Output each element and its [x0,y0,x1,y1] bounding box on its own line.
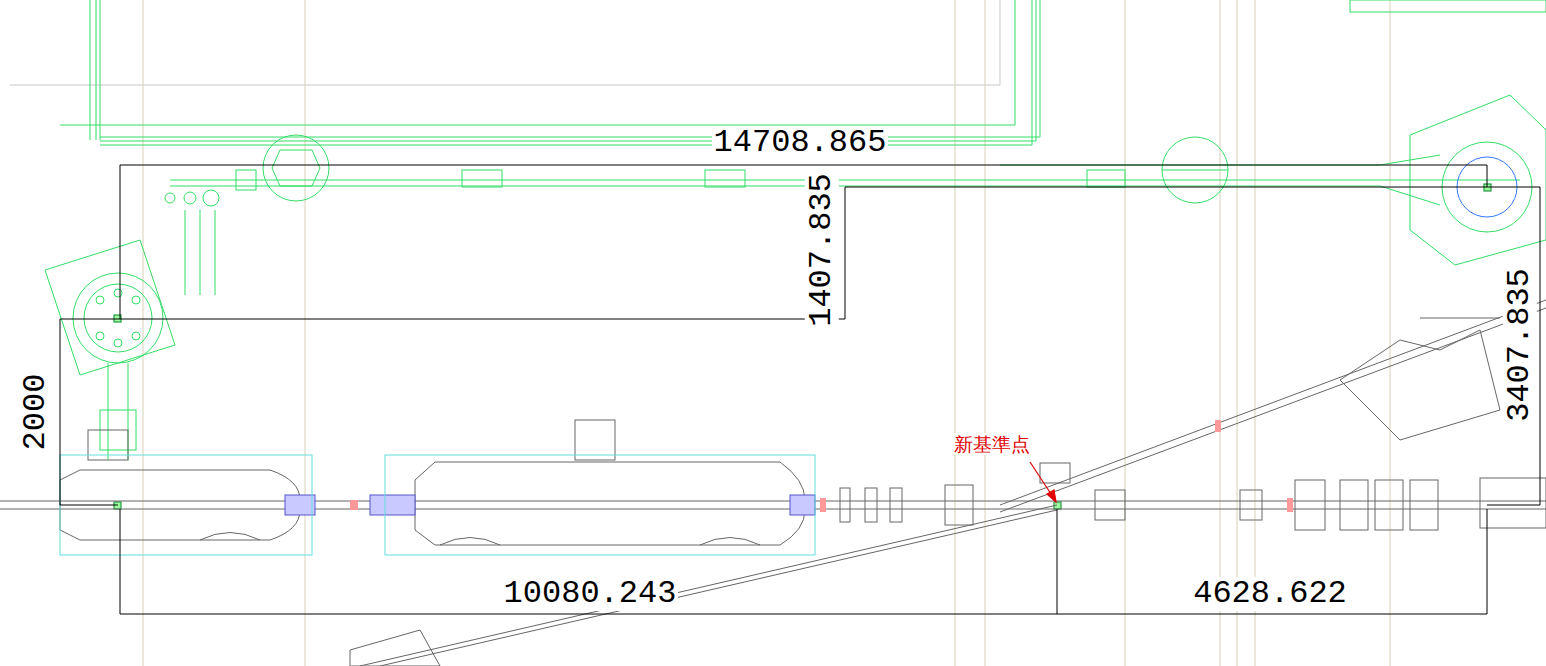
dimension-text: 1407.835 [805,171,839,329]
dimension-text: 14708.865 [712,126,889,160]
dimension-text: 3407.835 [1503,266,1537,424]
dimension-text: 10080.243 [502,577,679,611]
reference-point-label: 新基準点 [952,433,1032,455]
dimension-text: 2000 [19,372,53,453]
dimension-text: 4628.622 [1191,577,1349,611]
